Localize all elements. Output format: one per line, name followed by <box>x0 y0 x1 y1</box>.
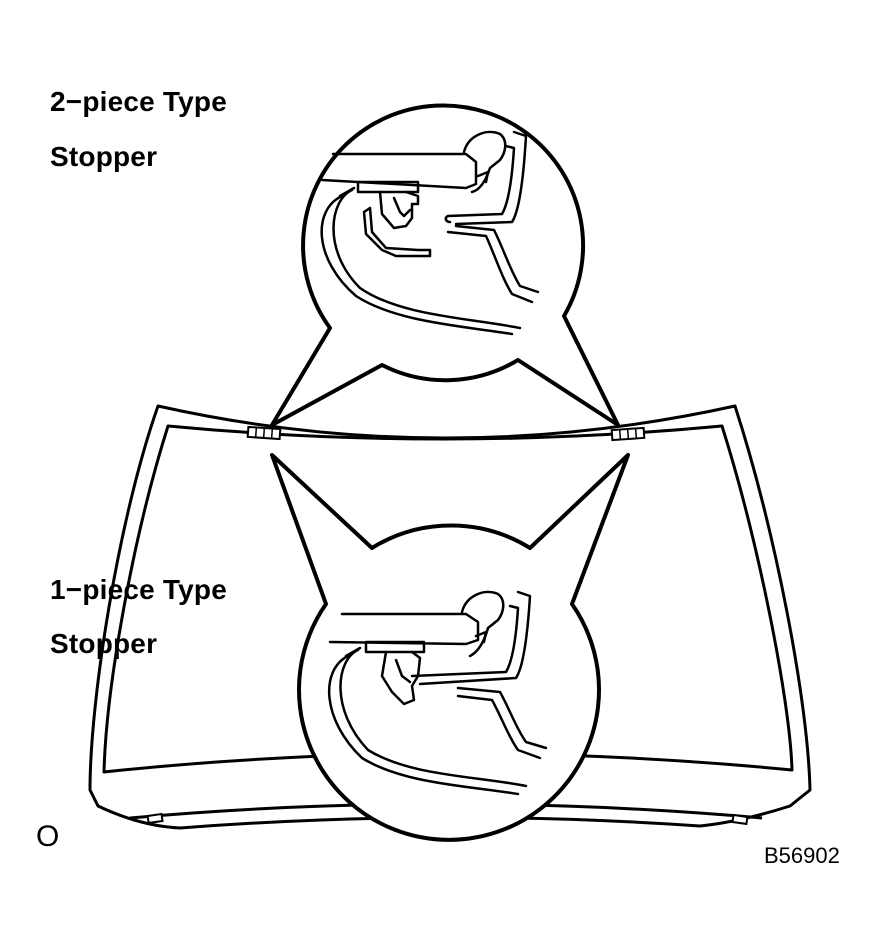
lower-right-clip-mark <box>731 813 749 826</box>
windshield-glass-section-inner <box>320 194 514 336</box>
stopper-clip-upper <box>378 190 420 230</box>
label-1-piece-type: 1−piece Type <box>50 574 227 605</box>
windshield-glass-section-inner <box>327 654 520 796</box>
label-2-piece-stopper: Stopper <box>50 141 158 172</box>
stopper-base-2-piece <box>356 180 420 194</box>
windshield-glass-section-edge <box>338 186 356 198</box>
body-flange-outer <box>454 130 528 226</box>
detail-2-piece <box>320 130 540 336</box>
label-1-piece-stopper: Stopper <box>50 628 158 659</box>
windshield-glass-section-outer <box>339 648 528 788</box>
windshield-inner-edge <box>102 424 794 774</box>
pillar-panel <box>456 686 548 750</box>
lower-left-clip-mark <box>146 812 164 825</box>
pillar-panel-inner <box>456 694 542 760</box>
body-flange-outer <box>418 590 532 686</box>
stopper-clip-lower <box>362 206 432 258</box>
label-2-piece-type: 2−piece Type <box>50 86 227 117</box>
pillar-panel-inner <box>446 230 534 304</box>
pillar-panel <box>454 224 540 294</box>
body-flange-inner <box>444 144 516 224</box>
body-flange-inner <box>410 604 520 678</box>
roof-panel <box>320 152 478 190</box>
corner-mark: O <box>36 820 60 853</box>
molding-tip <box>474 630 488 644</box>
figure-code: B56902 <box>764 843 840 868</box>
windshield-glass-section-outer <box>332 188 522 330</box>
detail-1-piece <box>327 590 548 796</box>
roof-molding <box>460 590 505 658</box>
windshield-glass-section-edge <box>344 646 362 658</box>
stopper-clip-notch <box>392 196 412 218</box>
callout-1-piece <box>270 453 630 842</box>
stopper-marks <box>146 425 749 826</box>
molding-tip <box>476 170 490 184</box>
stopper-clip-notch <box>394 658 412 684</box>
roof-molding <box>462 130 507 194</box>
stopper-base-1-piece <box>364 640 426 654</box>
callout-1-piece-bubble <box>270 453 630 842</box>
windshield-outer-edge <box>88 404 812 830</box>
roof-panel <box>328 612 480 646</box>
stopper-clip-single <box>380 650 422 706</box>
